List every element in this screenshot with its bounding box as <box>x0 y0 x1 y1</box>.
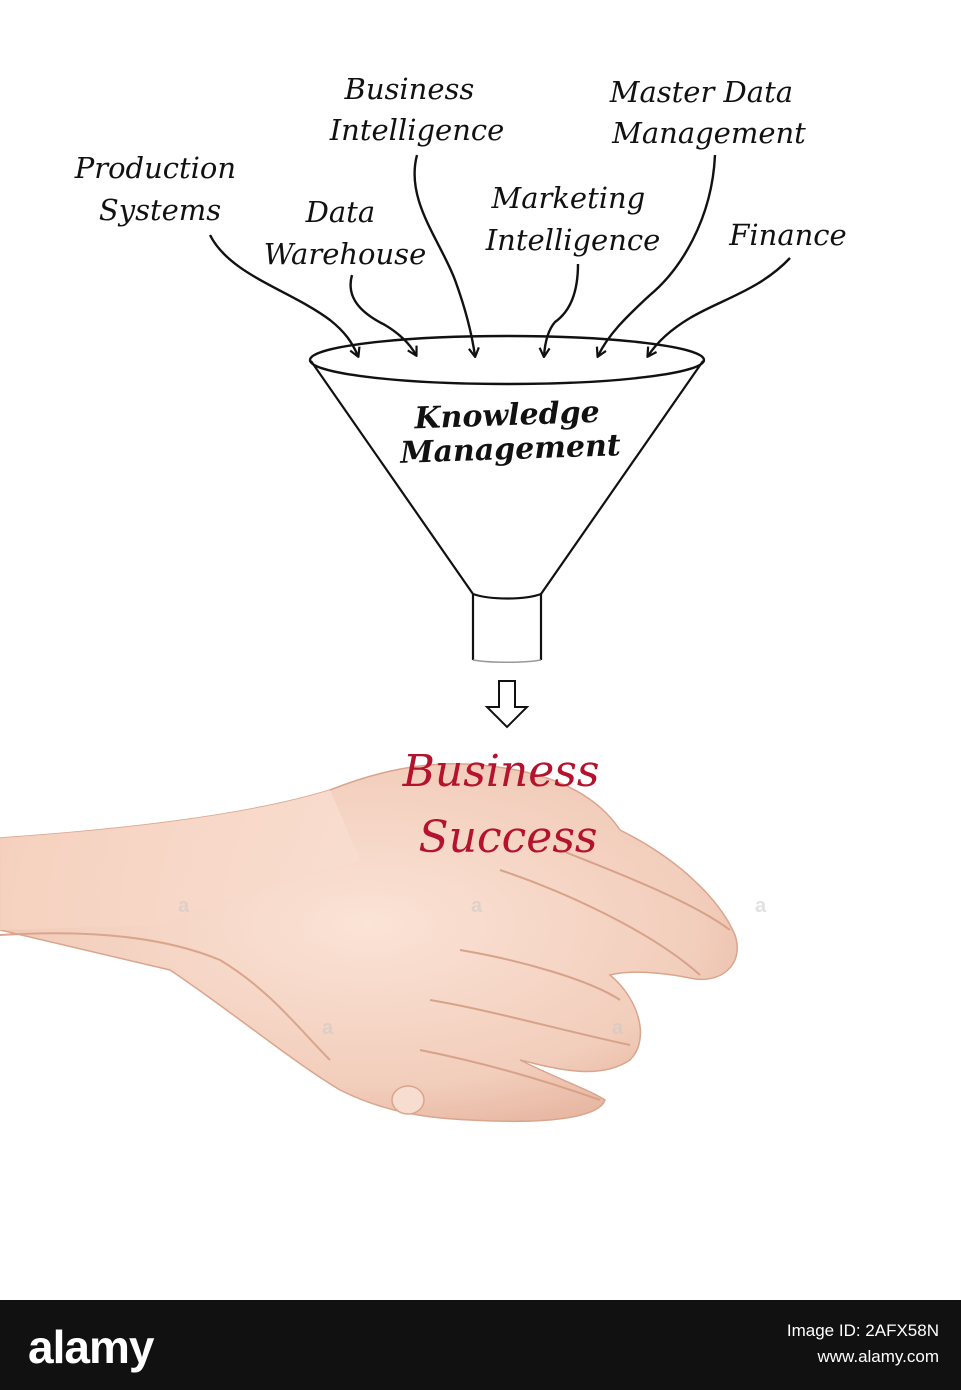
label-data-warehouse: Data Warehouse <box>264 195 426 271</box>
diagram-canvas: Production Systems Data Warehouse Busine… <box>0 72 847 1123</box>
label-finance: Finance <box>728 218 846 252</box>
diagram-svg: Production Systems Data Warehouse Busine… <box>0 72 847 1123</box>
hands-illustration <box>0 762 738 1123</box>
input-arrows <box>208 154 791 359</box>
funnel-shape <box>308 334 706 663</box>
footer-bar: alamy Image ID: 2AFX58N www.alamy.com <box>0 1300 961 1390</box>
svg-text:a: a <box>471 895 483 917</box>
svg-text:a: a <box>612 1017 624 1039</box>
arrow-bi <box>413 154 480 359</box>
label-production-systems: Production Systems <box>74 151 246 227</box>
watermark-marks: a a a a a <box>178 895 767 1039</box>
site-url[interactable]: www.alamy.com <box>817 1347 939 1366</box>
arrow-finance <box>646 257 791 358</box>
svg-text:a: a <box>755 895 767 917</box>
svg-text:a: a <box>322 1017 334 1039</box>
image-id-block: Image ID: 2AFX58N www.alamy.com <box>787 1318 939 1370</box>
down-arrow <box>484 680 530 729</box>
image-id: Image ID: 2AFX58N <box>786 1321 939 1340</box>
label-master-data-management: Master Data Management <box>609 75 806 150</box>
arrow-warehouse <box>349 274 418 357</box>
brand-logo[interactable]: alamy <box>28 1321 154 1373</box>
output-label: Business Success <box>402 746 614 863</box>
arrow-marketing <box>538 263 580 359</box>
funnel-label: Knowledge Management <box>398 394 622 471</box>
arrow-production <box>208 234 361 359</box>
label-business-intelligence: Business Intelligence <box>329 72 505 147</box>
label-marketing-intelligence: Marketing Intelligence <box>485 181 661 257</box>
svg-text:a: a <box>178 895 190 917</box>
arrow-mdm <box>595 154 717 359</box>
